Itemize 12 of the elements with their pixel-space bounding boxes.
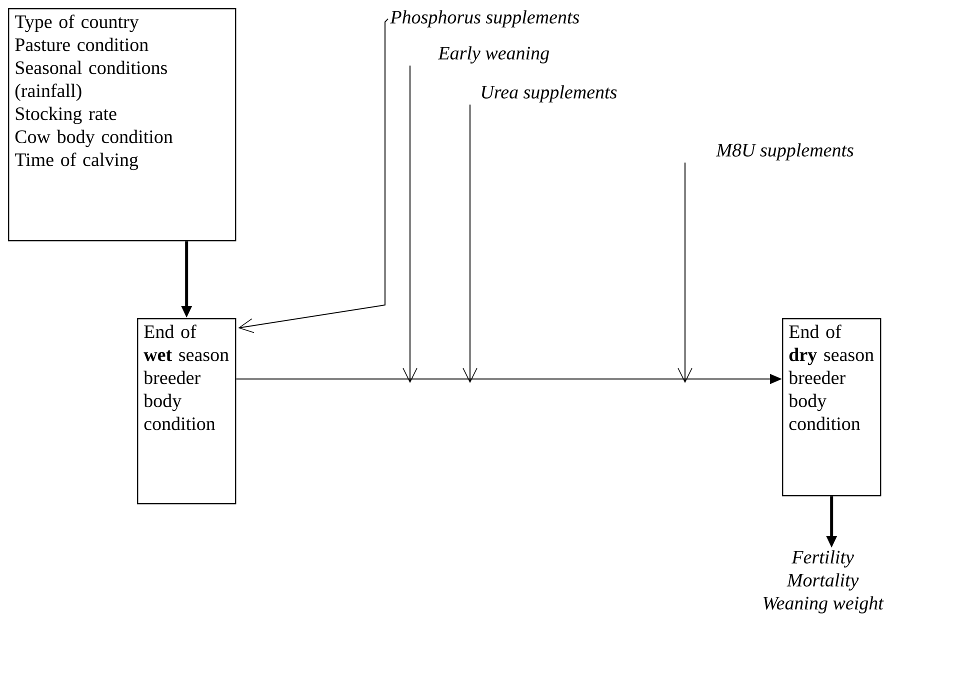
arrow [678, 162, 692, 383]
arrow [462, 104, 478, 383]
treatment-label: Phosphorus supplements [390, 10, 580, 28]
arrow [238, 18, 388, 333]
factor-box: End of wet season breeder body condition [137, 318, 236, 504]
factor-box: End of dry season breeder body condition [782, 318, 882, 496]
treatment-label: M8U supplements [716, 143, 854, 160]
treatment-label: Early weaning [438, 46, 549, 64]
arrow [402, 65, 418, 383]
factor-box: Type of country Pasture condition Seasonal conditions (rainfall) Stocking rate Cow body condition Time of calving [8, 8, 236, 242]
outcome-label: Fertility Mortality Weaning weight [763, 550, 884, 614]
treatment-label: Urea supplements [482, 85, 617, 102]
